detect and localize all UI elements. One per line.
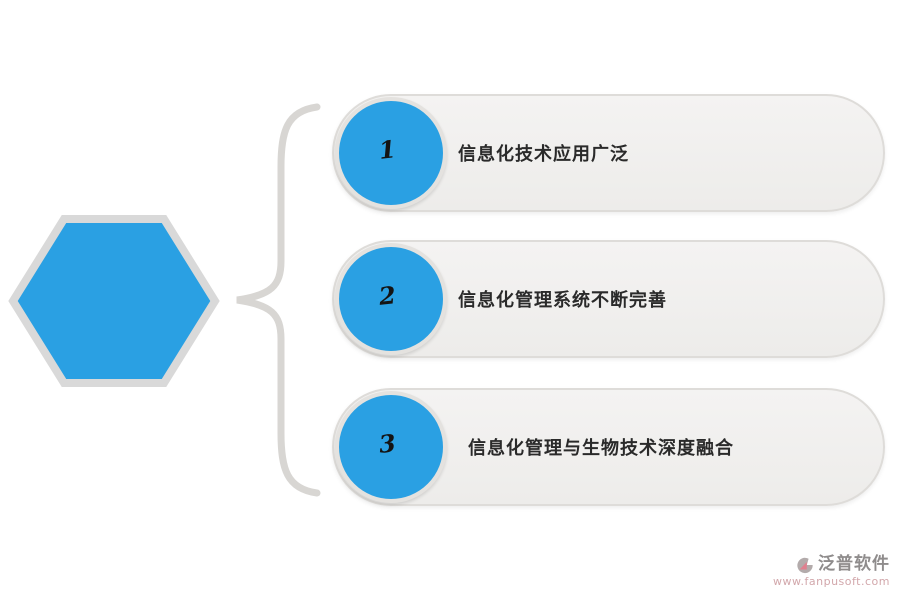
item-1-number-circle: 1 bbox=[335, 97, 447, 209]
list-item-3: 3 信息化管理与生物技术深度融合 bbox=[332, 388, 885, 506]
hexagon-svg bbox=[8, 215, 220, 387]
hexagon-shape bbox=[8, 210, 220, 392]
curly-brace-path bbox=[236, 103, 321, 497]
watermark-brand: 泛普软件 bbox=[818, 554, 890, 575]
item-1-number: 1 bbox=[377, 133, 397, 165]
item-3-number: 3 bbox=[377, 427, 397, 459]
item-3-label: 信息化管理与生物技术深度融合 bbox=[468, 438, 734, 459]
item-2-number: 2 bbox=[377, 279, 397, 311]
fanpu-logo-icon bbox=[797, 557, 813, 573]
list-item-2: 2 信息化管理系统不断完善 bbox=[332, 240, 885, 358]
list-item-1: 1 信息化技术应用广泛 bbox=[332, 94, 885, 212]
item-1-label: 信息化技术应用广泛 bbox=[458, 144, 629, 165]
curly-brace-svg bbox=[236, 103, 321, 497]
item-2-number-circle: 2 bbox=[335, 243, 447, 355]
item-2-label: 信息化管理系统不断完善 bbox=[458, 290, 667, 311]
watermark-brand-row: 泛普软件 bbox=[773, 555, 890, 574]
watermark-url: www.fanpusoft.com bbox=[773, 574, 890, 588]
item-3-number-circle: 3 bbox=[335, 391, 447, 503]
curly-brace bbox=[205, 85, 335, 515]
watermark: 泛普软件 www.fanpusoft.com bbox=[773, 555, 890, 588]
hexagon-polygon bbox=[8, 215, 220, 387]
